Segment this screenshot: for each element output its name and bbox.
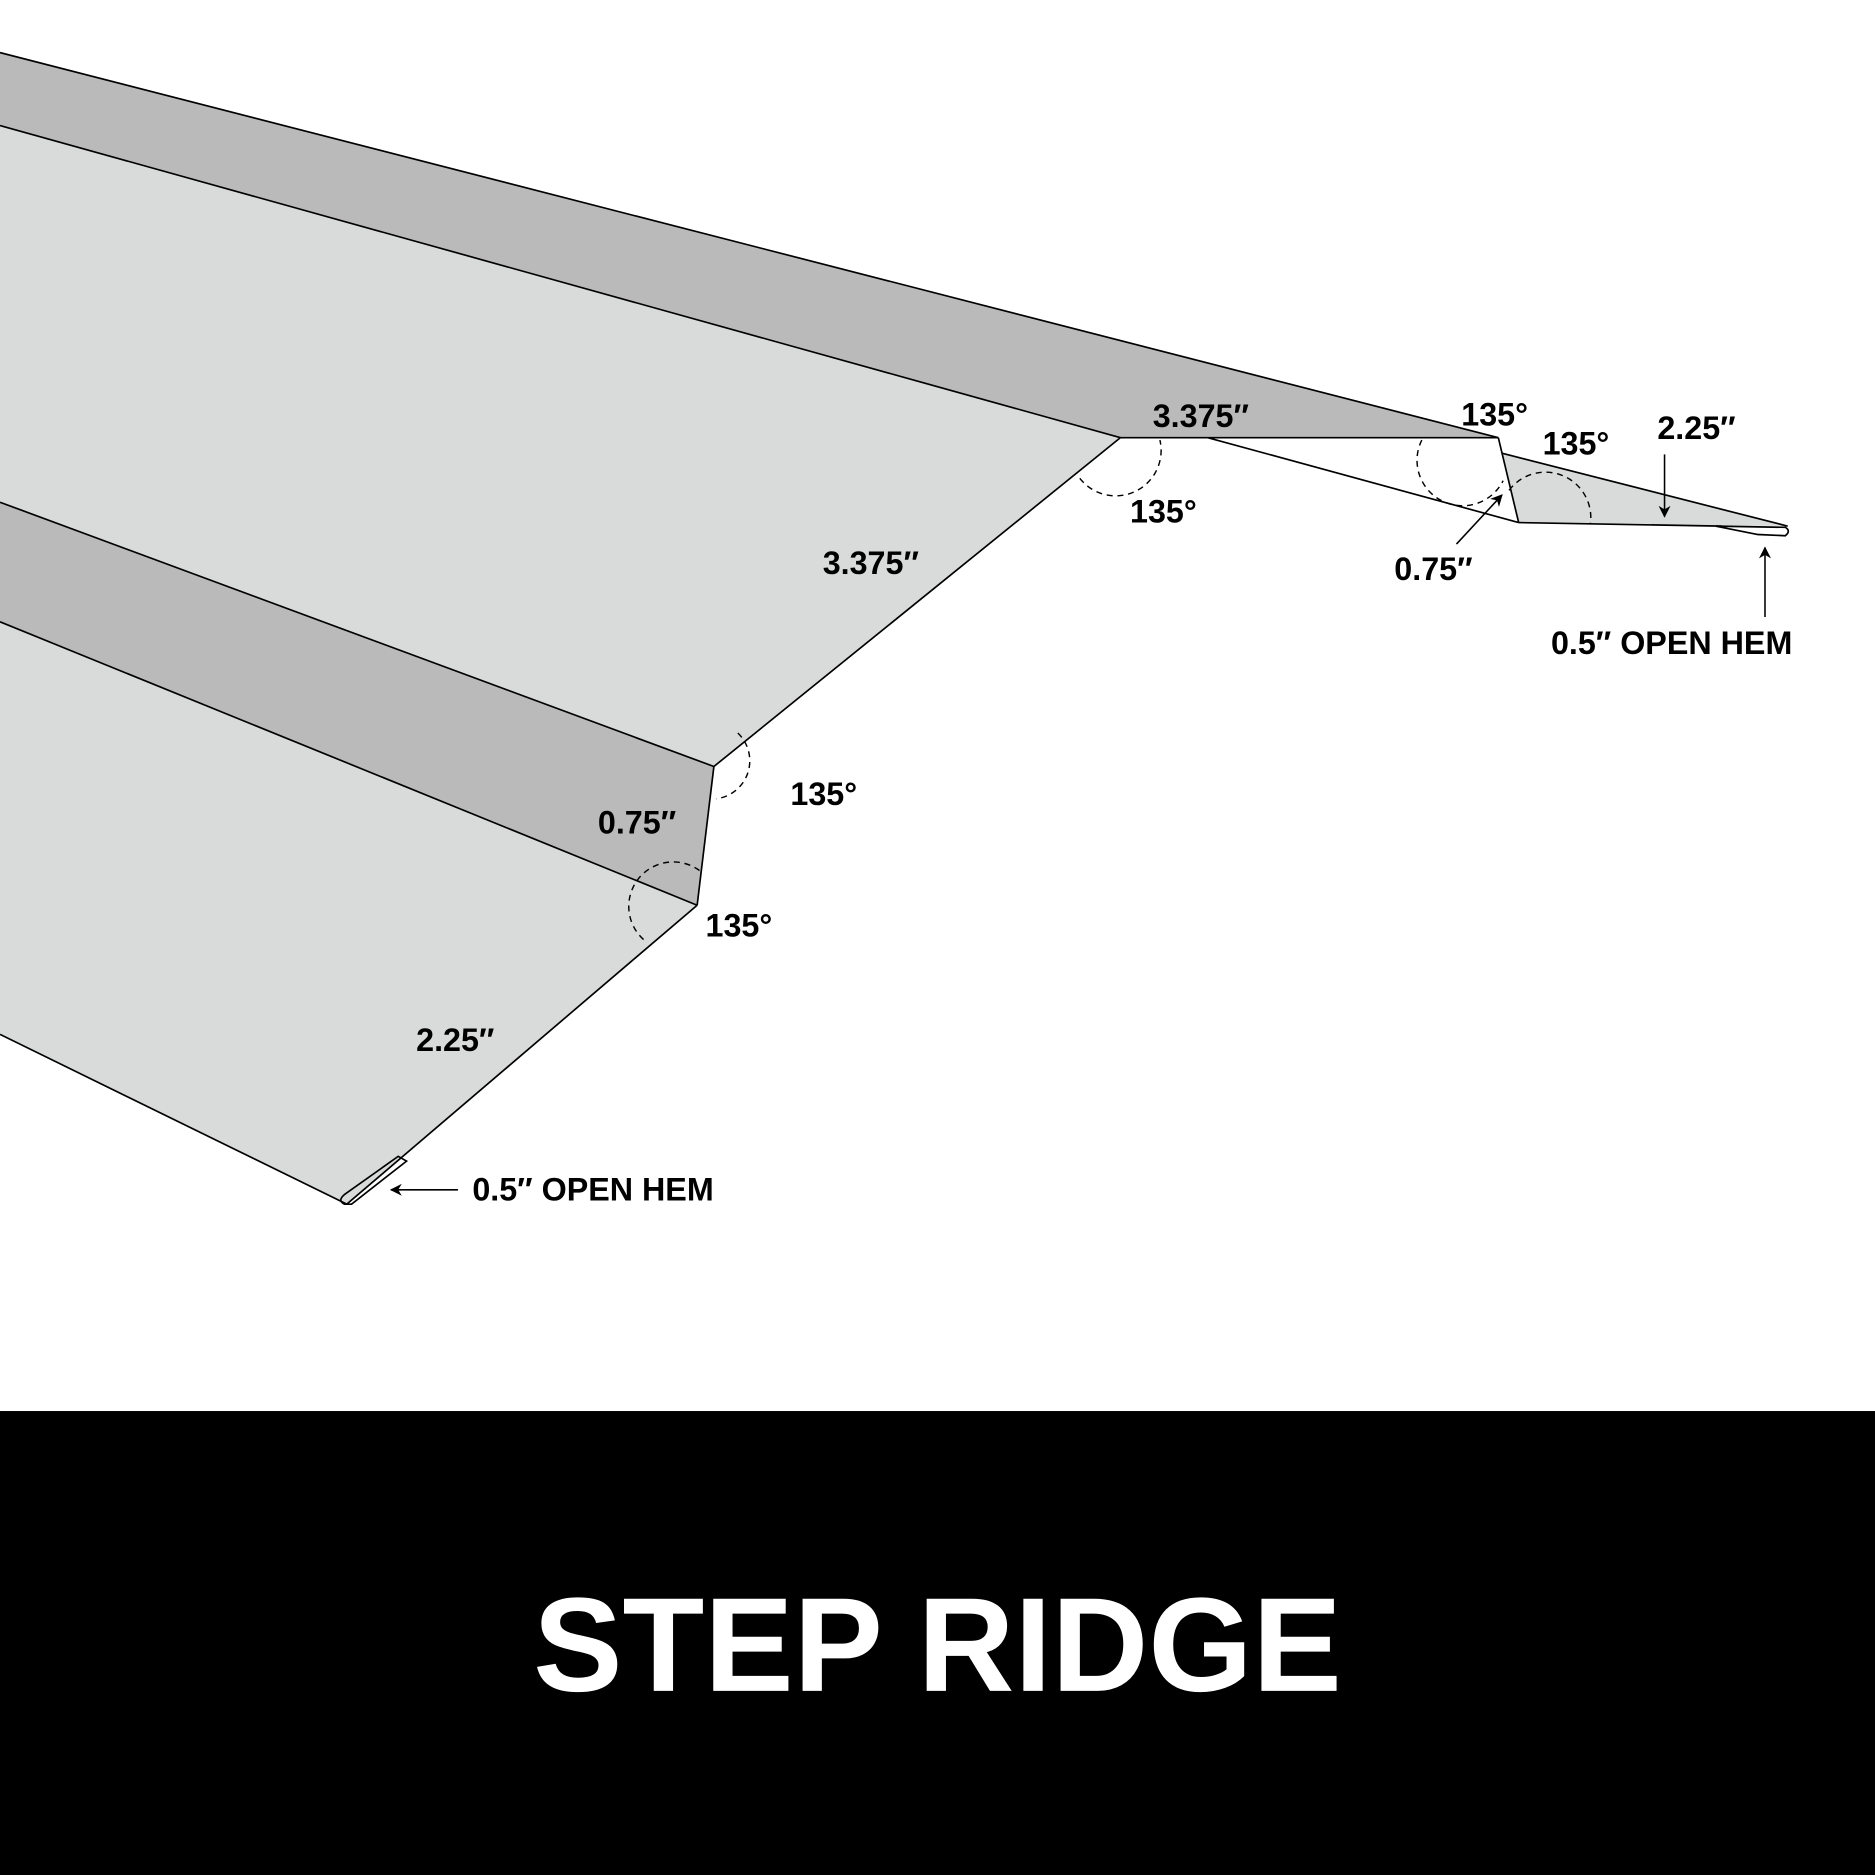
label-step-angle-upper: 135° <box>790 776 857 812</box>
label-top-angle-1: 135° <box>1461 397 1528 433</box>
label-ridge-angle: 135° <box>1130 494 1197 530</box>
label-top-angle-2: 135° <box>1543 425 1610 461</box>
label-left-hem: 0.5″ OPEN HEM <box>472 1172 713 1208</box>
arrow-top-step <box>1455 494 1503 545</box>
label-left-step: 0.75″ <box>598 804 676 840</box>
title-text: STEP RIDGE <box>533 1571 1342 1720</box>
left-step-dark-face <box>0 502 714 906</box>
label-top-flat: 3.375″ <box>1153 398 1249 434</box>
main-light-face <box>0 125 1121 767</box>
label-top-hem: 0.5″ OPEN HEM <box>1551 625 1792 661</box>
label-left-flange: 2.25″ <box>416 1022 494 1058</box>
profile-edges <box>0 51 1790 1205</box>
label-step-angle-lower: 135° <box>706 907 773 943</box>
left-flange-light-face <box>0 621 698 1205</box>
label-top-step: 0.75″ <box>1394 551 1472 587</box>
title-banner <box>0 1411 1875 1875</box>
label-top-flange: 2.25″ <box>1657 410 1735 446</box>
label-main-face: 3.375″ <box>823 545 919 581</box>
